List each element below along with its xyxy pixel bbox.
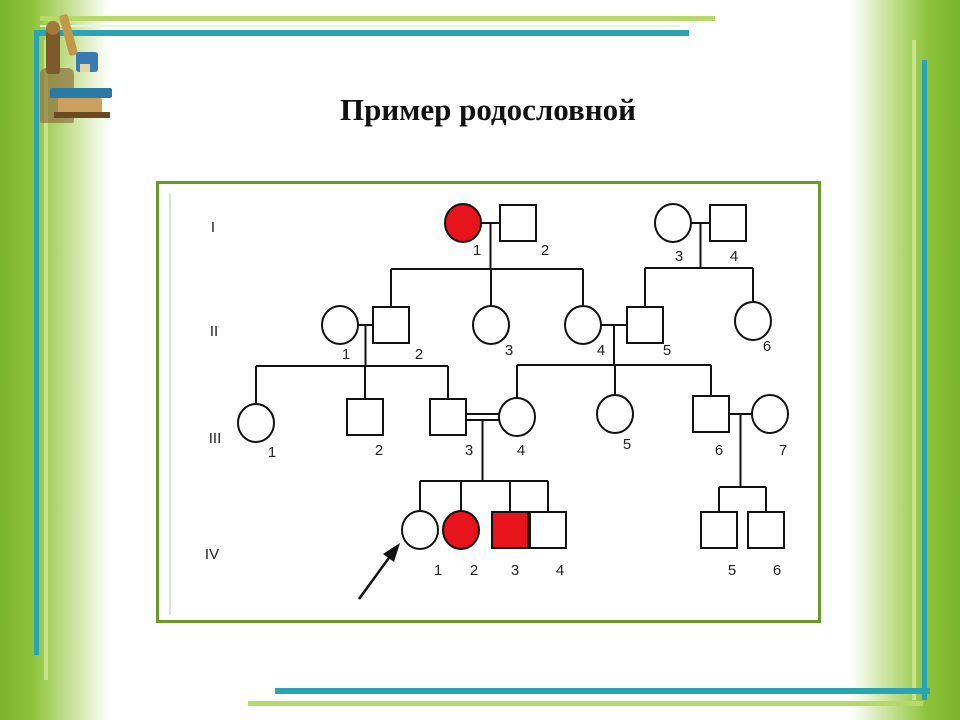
- individual-i-2-male-symbol: [499, 204, 537, 242]
- individual-iii-6-number: 6: [715, 442, 723, 459]
- individual-i-4-number: 4: [730, 248, 738, 265]
- right-green-stripe: [850, 0, 960, 720]
- individual-ii-2-number: 2: [415, 346, 423, 363]
- right-green-bar: [912, 40, 916, 700]
- individual-iii-6-male-symbol: [692, 395, 730, 433]
- individual-iv-2-female-symbol: [442, 510, 480, 550]
- right-teal-bar: [922, 60, 927, 700]
- generation-label-g3: III: [209, 430, 222, 447]
- microscope-icon: [40, 14, 112, 123]
- individual-iii-7-number: 7: [779, 442, 787, 459]
- individual-ii-3-number: 3: [505, 342, 513, 359]
- individual-i-3-female-symbol: [654, 203, 692, 243]
- individual-iii-2-number: 2: [375, 442, 383, 459]
- generation-label-g1: I: [211, 219, 215, 236]
- generation-label-g2: II: [210, 323, 218, 340]
- individual-iii-2-male-symbol: [346, 398, 384, 436]
- individual-iv-1-number: 1: [434, 562, 442, 579]
- individual-iv-6-number: 6: [773, 562, 781, 579]
- individual-iv-3-number: 3: [511, 562, 519, 579]
- top-green-bar: [40, 16, 715, 21]
- individual-iii-5-female-symbol: [596, 394, 634, 434]
- individual-iv-4-male-symbol: [529, 511, 567, 549]
- individual-iv-4-number: 4: [556, 562, 564, 579]
- individual-iii-1-female-symbol: [237, 403, 275, 443]
- individual-ii-4-female-symbol: [564, 305, 602, 345]
- individual-iv-5-number: 5: [728, 562, 736, 579]
- arrow-proband-icon: [357, 543, 400, 600]
- individual-ii-6-number: 6: [763, 338, 771, 355]
- individual-iv-3-male-symbol: [491, 511, 529, 549]
- individual-ii-5-number: 5: [663, 342, 671, 359]
- individual-i-2-number: 2: [541, 242, 549, 259]
- bottom-green-bar: [248, 701, 923, 706]
- bottom-teal-bar: [275, 688, 930, 694]
- individual-iii-3-male-symbol: [429, 398, 467, 436]
- individual-iii-7-female-symbol: [751, 394, 789, 434]
- individual-ii-2-male-symbol: [372, 306, 410, 344]
- top-white-line: [40, 25, 680, 27]
- individual-iv-1-female-symbol: [401, 510, 439, 550]
- generation-label-g4: IV: [205, 546, 219, 563]
- individual-ii-3-female-symbol: [472, 305, 510, 345]
- individual-i-3-number: 3: [675, 248, 683, 265]
- individual-iii-4-number: 4: [517, 442, 525, 459]
- top-teal-bar: [34, 30, 689, 36]
- individual-ii-1-female-symbol: [321, 305, 359, 345]
- pedigree-lines: [255, 222, 767, 512]
- left-green-bar: [44, 40, 48, 680]
- individual-iv-6-male-symbol: [747, 511, 785, 549]
- individual-iv-2-number: 2: [470, 562, 478, 579]
- individual-ii-1-number: 1: [342, 346, 350, 363]
- individual-ii-6-female-symbol: [734, 301, 772, 341]
- left-teal-bar: [34, 30, 39, 655]
- individual-iii-3-number: 3: [465, 442, 473, 459]
- individual-ii-4-number: 4: [597, 342, 605, 359]
- individual-iii-5-number: 5: [623, 436, 631, 453]
- individual-i-1-number: 1: [473, 242, 481, 259]
- pedigree-symbols: [237, 203, 789, 550]
- individual-i-1-female-symbol: [444, 203, 482, 243]
- individual-iii-1-number: 1: [268, 444, 276, 461]
- individual-iii-4-female-symbol: [498, 397, 536, 437]
- individual-iv-5-male-symbol: [700, 511, 738, 549]
- page-title: Пример родословной: [340, 92, 636, 127]
- individual-ii-5-male-symbol: [626, 306, 664, 344]
- individual-i-4-male-symbol: [709, 204, 747, 242]
